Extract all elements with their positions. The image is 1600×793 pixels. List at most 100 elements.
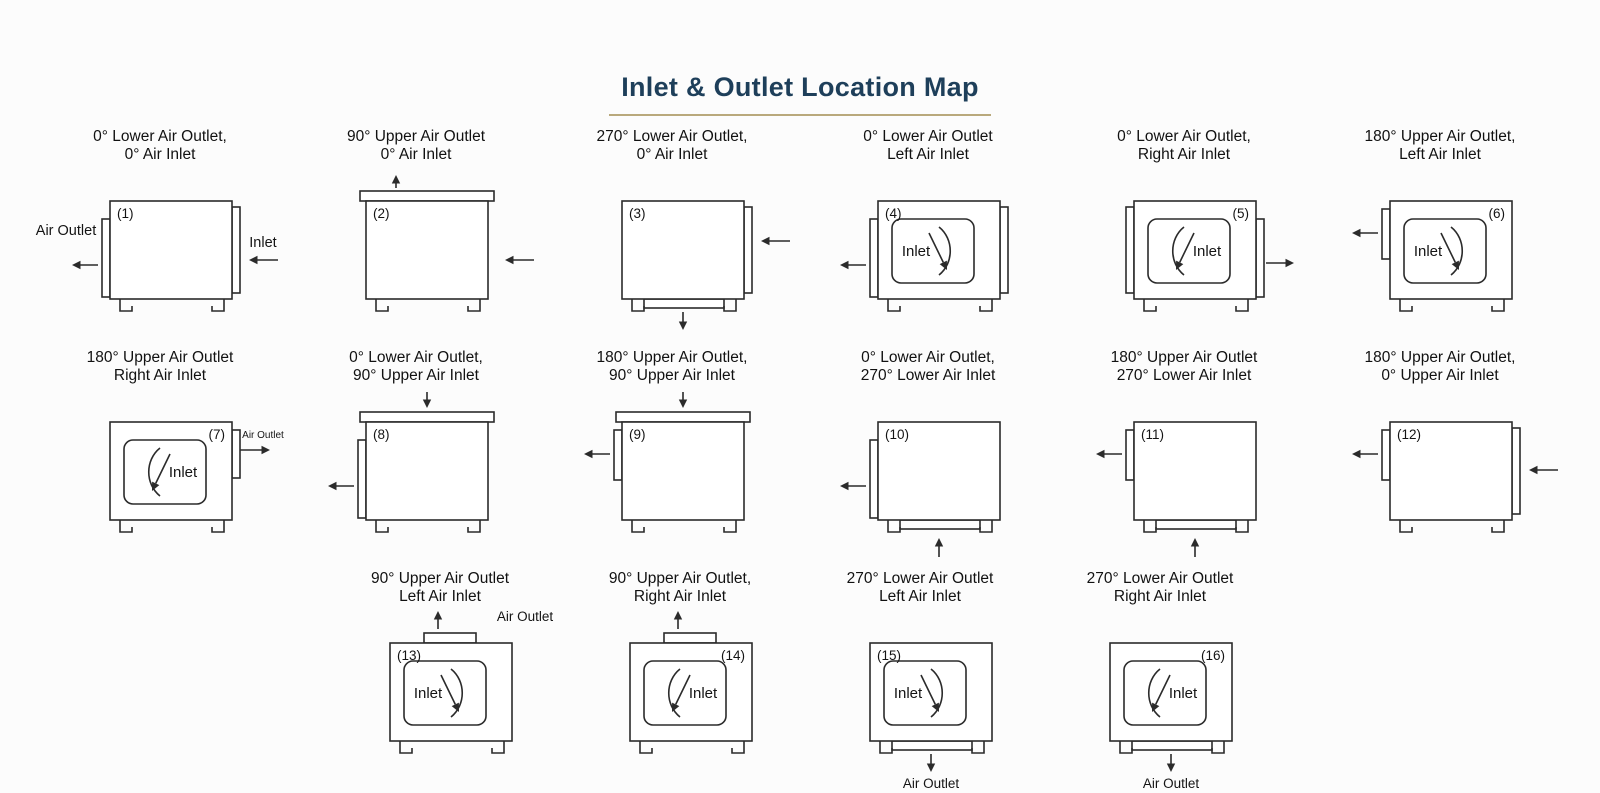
unit-title-line2: Right Air Inlet [113,366,207,384]
unit-number: (13) [397,648,421,663]
unit-title-line2: Left Air Inlet [879,587,961,605]
unit-title-line2: Left Air Inlet [1399,145,1481,163]
arrow-head [1352,228,1361,238]
front-inlet-panel [891,218,975,284]
unit-title-line2: Left Air Inlet [887,145,969,163]
foot-left [1119,740,1133,754]
unit-title: 0° Lower Air Outlet, 270° Lower Air Inle… [861,349,996,385]
front-inlet-panel [1123,660,1207,726]
arrow-head [840,260,849,270]
front-inlet-panel [643,660,727,726]
unit-title: 90° Upper Air Outlet Left Air Inlet [371,570,509,606]
unit-title: 180° Upper Air Outlet 270° Lower Air Inl… [1111,349,1258,385]
arrow-head [72,260,81,270]
diagram-line [440,674,457,705]
right-back-panel [1511,427,1521,515]
foot-left [639,740,653,754]
unit-diagram-3: 270° Lower Air Outlet, 0° Air Inlet (3) [544,128,800,349]
unit-title: 90° Upper Air Outlet, Right Air Inlet [609,570,751,606]
unit-drawing: Inlet(15)Air Outlet [869,642,993,791]
unit-title: 0° Lower Air Outlet Left Air Inlet [863,128,992,164]
right-duct-panel [1255,218,1265,298]
unit-diagram-14: 90° Upper Air Outlet, Right Air Inlet In… [560,570,800,791]
unit-number: (12) [1397,427,1421,442]
unit-drawing: (2) [359,174,534,312]
unit-title: 270° Lower Air Outlet Right Air Inlet [1087,570,1234,606]
diagram-grid: 0° Lower Air Outlet, 0° Air Inlet (1)Air… [0,128,1600,791]
foot-right [731,740,745,754]
foot-right [491,740,505,754]
foot-right [971,740,985,754]
foot-right [1491,519,1505,533]
row-1: 0° Lower Air Outlet, 0° Air Inlet (1)Air… [0,128,1600,349]
foot-left [887,298,901,312]
foot-right [1235,298,1249,312]
unit-diagram-6: 180° Upper Air Outlet, Left Air Inlet In… [1312,128,1568,349]
bottom-duct-panel [899,519,981,530]
diagram-line [1178,232,1195,263]
unit-drawing: (9) [584,391,751,533]
unit-body [109,200,233,300]
bottom-duct-panel [1131,740,1213,751]
unit-diagram-8: 0° Lower Air Outlet, 90° Upper Air Inlet… [288,349,544,570]
unit-title-line1: 0° Lower Air Outlet, [349,348,483,366]
right-back-panel [231,206,241,294]
fan-scroll-arc [1450,226,1464,276]
unit-title-line2: Right Air Inlet [633,587,727,605]
arrow-head [505,255,514,265]
foot-right [723,298,737,312]
inlet-label: Inlet [902,243,931,260]
unit-title: 0° Lower Air Outlet, Right Air Inlet [1117,128,1251,164]
left-duct-panel [357,439,367,519]
flow-label: Inlet [249,235,276,251]
foot-left [1399,298,1413,312]
front-inlet-panel [403,660,487,726]
foot-right [467,519,481,533]
bottom-duct-panel [891,740,973,751]
inlet-label: Inlet [1414,243,1443,260]
unit-title-line2: 0° Air Inlet [124,145,196,163]
inlet-label: Inlet [894,685,923,702]
top-outlet-panel [423,632,477,644]
unit-drawing: Inlet(7)Air Outlet [109,421,284,533]
unit-drawing: (11) [1096,421,1257,557]
foot-left [879,740,893,754]
unit-title-line1: 180° Upper Air Outlet, [1364,128,1516,145]
left-upper-duct-panel [1381,429,1391,481]
unit-title: 0° Lower Air Outlet, 90° Upper Air Inlet [349,349,483,385]
arrow-head [422,399,432,408]
header: Inlet & Outlet Location Map [0,0,1600,116]
flow-label: Air Outlet [1143,776,1200,791]
right-back-panel [999,206,1009,294]
arrow-head [761,236,770,246]
arrow-head [261,445,270,455]
unit-title-line1: 0° Lower Air Outlet, [1117,128,1251,145]
diagram-line [674,674,691,705]
unit-title-line1: 0° Lower Air Outlet, [861,348,995,366]
unit-title: 270° Lower Air Outlet, 0° Air Inlet [597,128,748,164]
arrow-head [1152,702,1160,712]
left-back-panel [1125,206,1135,294]
unit-title-line1: 90° Upper Air Outlet [370,569,510,587]
arrow-head [1529,465,1538,475]
arrow-head [678,399,688,408]
foot-left [119,298,133,312]
row-2: 180° Upper Air Outlet Right Air Inlet In… [0,349,1600,570]
flow-label: Air Outlet [497,609,554,624]
unit-diagram-7: 180° Upper Air Outlet Right Air Inlet In… [32,349,288,570]
right-back-panel [743,206,753,294]
unit-drawing: (8) [328,391,495,533]
inlet-label: Inlet [689,685,718,702]
arrow-head [451,702,459,712]
unit-number: (4) [885,206,902,221]
arrow-head [934,537,944,547]
inlet-label: Inlet [1169,685,1198,702]
unit-title: 180° Upper Air Outlet, 90° Upper Air Inl… [597,349,748,385]
foot-right [1235,519,1249,533]
top-duct-panel [359,411,495,423]
unit-drawing: Inlet(16)Air Outlet [1109,642,1233,791]
unit-title-line2: 270° Lower Air Inlet [1116,366,1252,384]
left-upper-duct-panel [1381,208,1391,260]
unit-title: 180° Upper Air Outlet Right Air Inlet [87,349,234,385]
